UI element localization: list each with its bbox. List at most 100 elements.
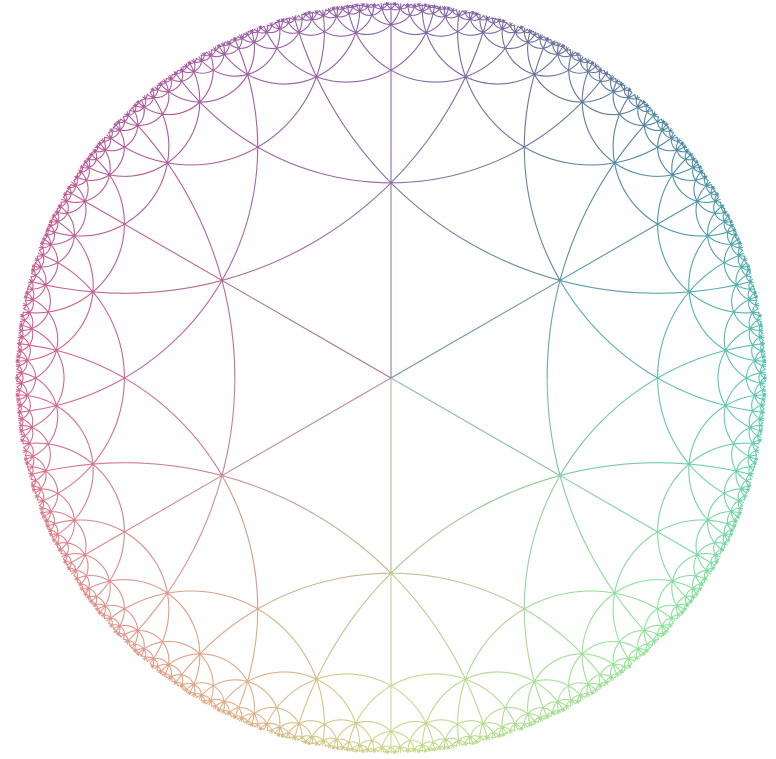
geodesic-edge (406, 33, 426, 35)
geodesic-edge (232, 682, 248, 694)
geodesic-edge (56, 406, 79, 427)
geodesic-edge (440, 634, 465, 679)
geodesic-edge (648, 175, 673, 176)
geodesic-edge (16, 356, 19, 357)
geodesic-edge (764, 378, 767, 379)
geodesic-edge (587, 684, 588, 693)
geodesic-edge (104, 618, 106, 619)
geodesic-edge (732, 285, 737, 312)
geodesic-edge (560, 224, 658, 280)
geodesic-edge (39, 504, 41, 505)
geodesic-edge (17, 353, 19, 354)
geodesic-edge (473, 743, 474, 745)
geodesic-edge (600, 74, 606, 81)
geodesic-edge (57, 530, 63, 534)
geodesic-edge (673, 150, 677, 159)
geodesic-edge (761, 351, 765, 352)
geodesic-edge (702, 406, 725, 427)
geodesic-edge (600, 675, 606, 682)
geodesic-edge (686, 596, 694, 597)
geodesic-edge (696, 201, 697, 219)
geodesic-edge (615, 532, 658, 593)
geodesic-edge (644, 626, 654, 631)
geodesic-edge (372, 732, 391, 741)
geodesic-edge (492, 18, 494, 19)
geodesic-edge (32, 467, 45, 471)
geodesic-edge (445, 738, 452, 739)
geodesic-edge (524, 147, 560, 280)
geodesic-edge (560, 207, 588, 280)
geodesic-edge (316, 70, 391, 82)
geodesic-edge (389, 752, 391, 753)
geodesic-edge (86, 576, 109, 582)
geodesic-edge (287, 723, 299, 724)
geodesic-edge (658, 138, 672, 147)
geodesic-edge (56, 350, 124, 378)
geodesic-edge (28, 284, 30, 285)
geodesic-edge (695, 499, 708, 520)
geodesic-edge (540, 718, 541, 722)
geodesic-edge (754, 287, 755, 288)
geodesic-edge (169, 680, 170, 681)
geodesic-edge (17, 402, 19, 403)
geodesic-edge (248, 74, 258, 147)
geodesic-edge (504, 74, 534, 83)
geodesic-edge (391, 573, 440, 634)
geodesic-edge (169, 91, 180, 97)
geodesic-edge (458, 32, 466, 77)
geodesic-edge (734, 229, 736, 230)
geodesic-edge (585, 72, 589, 83)
geodesic-edge (29, 345, 56, 350)
geodesic-edge (534, 48, 543, 74)
geodesic-edge (138, 631, 144, 641)
geodesic-edge (726, 345, 753, 350)
geodesic-edge (187, 683, 194, 684)
geodesic-edge (320, 10, 321, 12)
geodesic-edge (302, 736, 312, 737)
geodesic-edge (105, 597, 109, 606)
geodesic-edge (737, 267, 741, 274)
geodesic-edge (391, 9, 400, 10)
geodesic-edge (458, 32, 483, 36)
geodesic-edge (62, 288, 93, 292)
geodesic-edge (56, 378, 64, 406)
geodesic-edge (644, 609, 657, 631)
geodesic-edge (556, 713, 557, 714)
geodesic-edge (257, 28, 258, 32)
geodesic-edge (222, 476, 258, 609)
geodesic-edge (29, 312, 48, 313)
geodesic-edge (569, 683, 588, 686)
geodesic-edge (697, 201, 715, 213)
geodesic-edge (58, 236, 75, 263)
geodesic-edge (67, 565, 69, 566)
geodesic-edge (763, 386, 765, 387)
geodesic-edge (384, 15, 391, 25)
geodesic-edge (756, 446, 758, 447)
geodesic-edge (131, 647, 132, 649)
geodesic-edge (124, 125, 137, 147)
geodesic-edge (672, 159, 673, 175)
geodesic-edge (96, 159, 109, 175)
geodesic-edge (85, 555, 88, 576)
geodesic-edge (42, 508, 50, 511)
geodesic-edge (200, 654, 213, 686)
geodesic-edge (637, 292, 689, 293)
geodesic-edge (524, 591, 614, 609)
geodesic-edge (615, 147, 658, 163)
geodesic-edge (658, 609, 672, 618)
geodesic-edge (731, 244, 739, 247)
geodesic-edge (288, 18, 290, 19)
geodesic-edge (46, 285, 51, 312)
geodesic-edge (720, 468, 737, 471)
geodesic-edge (130, 109, 132, 110)
geodesic-edge (63, 562, 65, 563)
geodesic-edge (756, 309, 758, 310)
geodesic-edge (483, 32, 495, 33)
geodesic-edge (167, 163, 194, 208)
geodesic-edge (49, 221, 51, 222)
geodesic-edge (654, 625, 662, 626)
geodesic-edge (504, 672, 534, 681)
geodesic-edge (316, 77, 341, 122)
geodesic-edge (391, 674, 466, 686)
geodesic-edge (648, 580, 673, 581)
